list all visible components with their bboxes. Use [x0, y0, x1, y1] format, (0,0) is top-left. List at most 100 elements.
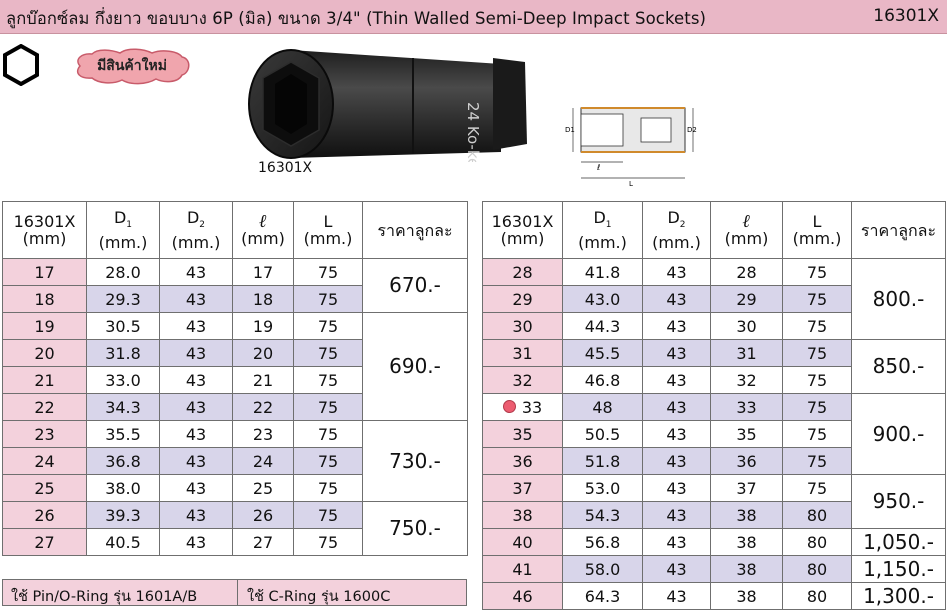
price-cell: 850.- [851, 339, 946, 394]
price-cell: 950.- [851, 474, 946, 529]
pin-ring-note: ใช้ Pin/O-Ring รุ่น 1601A/B [11, 589, 198, 605]
length-cell: 80 [782, 501, 852, 529]
d1-cell: 54.3 [562, 501, 643, 529]
size-cell: 36 [482, 447, 563, 475]
d1-cell: 34.3 [86, 393, 160, 421]
size-label: 40 [512, 532, 533, 552]
d1-cell: 33.0 [86, 366, 160, 394]
d1-cell: 46.8 [562, 366, 643, 394]
socket-marking: 24 Ko-ken [464, 102, 482, 162]
d1-cell: 40.5 [86, 528, 160, 556]
length-cell: 75 [293, 528, 363, 556]
size-label: 28 [512, 262, 533, 282]
diagram-label-ell: ℓ [596, 163, 600, 172]
d1-cell: 39.3 [86, 501, 160, 529]
price-cell: 670.- [362, 258, 468, 313]
header-d1: D1(mm.) [562, 201, 643, 259]
d2-cell: 43 [642, 447, 711, 475]
ell-cell: 23 [232, 420, 294, 448]
d2-cell: 43 [159, 312, 233, 340]
header-length: L(mm.) [782, 201, 852, 259]
d1-cell: 30.5 [86, 312, 160, 340]
ell-cell: 20 [232, 339, 294, 367]
ell-cell: 19 [232, 312, 294, 340]
length-cell: 75 [293, 258, 363, 286]
header-length: L(mm.) [293, 201, 363, 259]
length-cell: 75 [293, 366, 363, 394]
d1-cell: 50.5 [562, 420, 643, 448]
d2-cell: 43 [159, 393, 233, 421]
d1-cell: 28.0 [86, 258, 160, 286]
d2-cell: 43 [642, 339, 711, 367]
d2-cell: 43 [159, 528, 233, 556]
d2-cell: 43 [642, 312, 711, 340]
ell-cell: 38 [710, 501, 783, 529]
ell-cell: 17 [232, 258, 294, 286]
d1-cell: 41.8 [562, 258, 643, 286]
d2-cell: 43 [642, 258, 711, 286]
ell-cell: 18 [232, 285, 294, 313]
table-header-row: 16301X(mm) D1(mm.) D2(mm.) ℓ(mm) L(mm.) … [482, 201, 946, 259]
size-label: 37 [512, 478, 533, 498]
d1-cell: 31.8 [86, 339, 160, 367]
d1-cell: 36.8 [86, 447, 160, 475]
size-label: 26 [34, 505, 55, 525]
socket-spec-table-left: 16301X(mm) D1(mm.) D2(mm.) ℓ(mm) L(mm.) … [2, 201, 468, 556]
size-label: 24 [34, 451, 55, 471]
length-cell: 75 [782, 393, 852, 421]
length-cell: 80 [782, 528, 852, 556]
size-label: 32 [512, 370, 533, 390]
d1-cell: 44.3 [562, 312, 643, 340]
size-cell: 27 [2, 528, 87, 556]
d1-cell: 56.8 [562, 528, 643, 556]
length-cell: 75 [293, 474, 363, 502]
size-label: 46 [512, 586, 533, 606]
ell-cell: 28 [710, 258, 783, 286]
size-cell: 33 [482, 393, 563, 421]
length-cell: 75 [293, 393, 363, 421]
price-cell: 1,050.- [851, 528, 946, 556]
size-cell: 26 [2, 501, 87, 529]
length-cell: 75 [782, 258, 852, 286]
hexagon-icon [3, 44, 39, 86]
ell-cell: 38 [710, 555, 783, 583]
size-cell: 31 [482, 339, 563, 367]
d1-cell: 35.5 [86, 420, 160, 448]
size-label: 33 [521, 397, 543, 417]
d2-cell: 43 [642, 582, 711, 610]
new-item-marker-icon [502, 399, 516, 413]
d2-cell: 43 [642, 555, 711, 583]
footer-divider [237, 580, 238, 605]
size-label: 25 [34, 478, 55, 498]
length-cell: 75 [293, 312, 363, 340]
d1-cell: 51.8 [562, 447, 643, 475]
header-d2: D2(mm.) [642, 201, 711, 259]
header-size: 16301X(mm) [2, 201, 87, 259]
price-cell: 900.- [851, 393, 946, 475]
length-cell: 80 [782, 555, 852, 583]
header-ell: ℓ(mm) [710, 201, 783, 259]
size-cell: 19 [2, 312, 87, 340]
size-cell: 46 [482, 582, 563, 610]
product-caption: 16301X [258, 160, 313, 176]
size-cell: 38 [482, 501, 563, 529]
socket-product-image: 24 Ko-ken [248, 49, 527, 162]
ell-cell: 21 [232, 366, 294, 394]
d2-cell: 43 [642, 501, 711, 529]
length-cell: 75 [782, 285, 852, 313]
header-size: 16301X(mm) [482, 201, 563, 259]
size-cell: 28 [482, 258, 563, 286]
price-cell: 750.- [362, 501, 468, 556]
d2-cell: 43 [642, 366, 711, 394]
size-cell: 18 [2, 285, 87, 313]
size-label: 41 [512, 559, 533, 579]
